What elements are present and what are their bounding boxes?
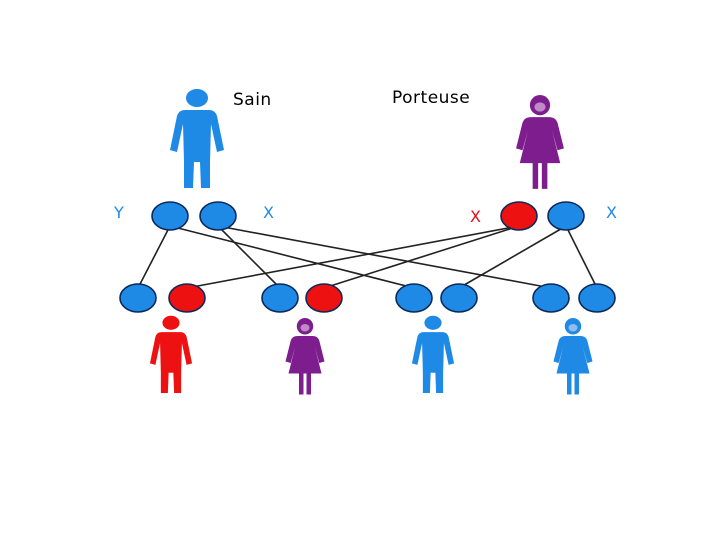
face (300, 324, 310, 332)
head (162, 315, 180, 330)
inheritance-line (565, 225, 598, 289)
child-1-male-icon (149, 315, 193, 393)
face (568, 324, 578, 332)
head (424, 315, 442, 330)
mother-chromosome-x-normal (547, 201, 585, 231)
child-3-chromosome (440, 283, 478, 313)
body (285, 336, 325, 395)
face (534, 102, 546, 112)
mother-chromosome-x-normal-label: X (606, 203, 617, 222)
body (516, 117, 564, 189)
mother-figure-icon (516, 95, 564, 189)
father-label: Sain (233, 90, 272, 110)
child-4-female-icon (553, 318, 593, 395)
inheritance-line (186, 225, 520, 289)
father-chromosome-y-label: Y (114, 203, 124, 222)
head (186, 89, 208, 107)
child-1-chromosome (119, 283, 157, 313)
father-chromosome-y (151, 201, 189, 231)
father-figure-icon (170, 89, 224, 188)
child-2-female-icon (285, 318, 325, 395)
inheritance-line (217, 225, 281, 289)
inheritance-line (458, 225, 567, 289)
mother-chromosome-x-affected-label: X (470, 207, 481, 226)
cross-lines (137, 225, 598, 289)
child-4-chromosome (532, 283, 570, 313)
father-chromosome-x (199, 201, 237, 231)
chromosome-circles (119, 201, 616, 313)
body (170, 110, 224, 188)
mother-chromosome-x-affected (500, 201, 538, 231)
person-figures (149, 89, 593, 395)
body (553, 336, 593, 395)
child-2-chromosome (305, 283, 343, 313)
inheritance-line (169, 225, 415, 289)
inheritance-line (217, 225, 552, 289)
child-4-chromosome (578, 283, 616, 313)
child-3-chromosome (395, 283, 433, 313)
child-3-male-icon (411, 315, 455, 393)
mother-label: Porteuse (392, 88, 471, 108)
body (411, 332, 455, 393)
child-2-chromosome (261, 283, 299, 313)
inheritance-line (323, 225, 520, 289)
body (149, 332, 193, 393)
father-chromosome-x-label: X (263, 203, 274, 222)
child-1-chromosome (168, 283, 206, 313)
inheritance-line (137, 225, 171, 289)
